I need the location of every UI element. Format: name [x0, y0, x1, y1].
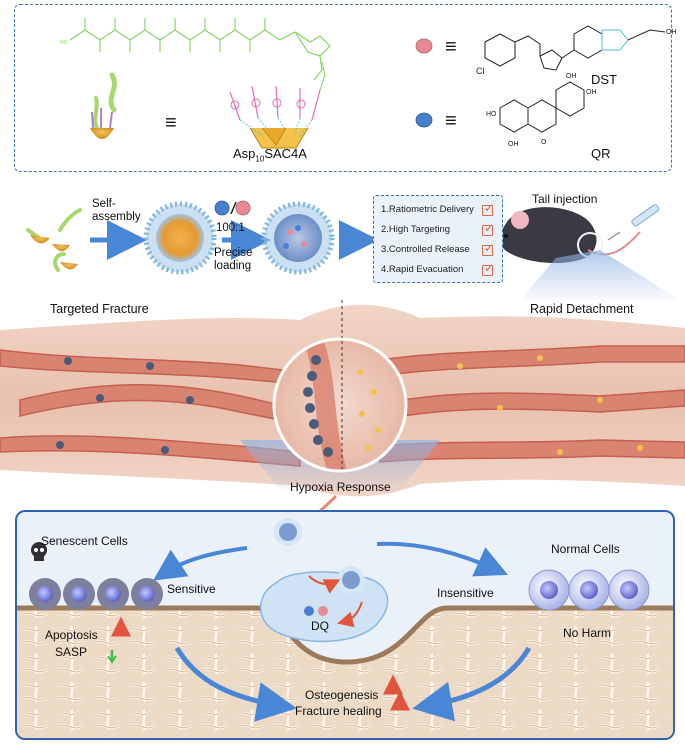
check-icon: ✓	[484, 241, 495, 255]
checkbox-icon: ✓	[482, 221, 495, 236]
hypoxia-response-label: Hypoxia Response	[290, 480, 391, 494]
osteogenesis-label: Osteogenesis	[305, 688, 379, 702]
carrier-label-main: Asp	[233, 146, 256, 161]
molecule-legend-panel	[14, 4, 672, 172]
dst-label: DST	[591, 72, 617, 87]
dst-structure	[484, 25, 666, 71]
qr-label: QR	[591, 146, 611, 161]
checklist-text: 4.Rapid Evacuation	[381, 264, 464, 275]
feature-checklist: 1.Ratiometric Delivery ✓ 2.High Targetin…	[373, 195, 503, 283]
normal-cells-label: Normal Cells	[551, 542, 620, 556]
dst-dot-icon	[415, 38, 433, 54]
sasp-label: SASP	[55, 645, 88, 659]
precise-loading-label: Precise loading	[214, 247, 253, 272]
cellular-illustration	[17, 518, 673, 738]
svg-text:Cl: Cl	[476, 66, 485, 76]
sensitive-label: Sensitive	[167, 582, 216, 596]
rapid-detachment-label: Rapid Detachment	[530, 302, 634, 316]
checkbox-icon: ✓	[482, 241, 495, 256]
targeted-fracture-label: Targeted Fracture	[50, 302, 149, 316]
no-harm-label: No Harm	[563, 626, 612, 640]
svg-text:HO: HO	[486, 111, 497, 118]
check-icon: ✓	[484, 261, 495, 275]
carrier-label: Asp10SAC4A	[233, 146, 307, 164]
svg-text:OH: OH	[666, 29, 677, 36]
ratio-slash-icon	[230, 201, 237, 215]
senescent-cells-label: Senescent Cells	[41, 534, 128, 548]
svg-text:OH: OH	[508, 141, 519, 148]
checklist-item: 3.Controlled Release	[381, 244, 470, 255]
checklist-item: 2.High Targeting	[381, 224, 450, 235]
empty-micelle	[143, 201, 217, 275]
svg-text:HO: HO	[60, 40, 68, 46]
free-amphiphiles-icon	[26, 208, 82, 272]
asp10-polymer-structure	[69, 18, 331, 81]
svg-text:OH: OH	[566, 73, 577, 80]
loaded-micelle	[261, 201, 335, 275]
carrier-label-tail: SAC4A	[264, 146, 307, 161]
check-icon: ✓	[484, 221, 495, 235]
dq-label: DQ	[311, 619, 329, 633]
self-assembly-label: Self- assembly	[92, 198, 141, 223]
apoptosis-label: Apoptosis	[45, 628, 98, 642]
ratio-label: 100:1	[216, 222, 245, 234]
equiv-sign-qr: ≡	[445, 110, 457, 132]
checklist-text: 2.High Targeting	[381, 224, 451, 235]
amphiphile-icon	[90, 72, 117, 139]
syringe-icon	[607, 204, 660, 241]
svg-text:OH: OH	[586, 89, 597, 96]
svg-text:O: O	[541, 139, 547, 146]
carrier-label-sub: 10	[255, 154, 265, 164]
check-icon: ✓	[484, 201, 495, 215]
dst-ratio-icon	[235, 200, 251, 216]
sac4a-structure	[229, 61, 326, 149]
checklist-text: 1.Ratiometric Delivery	[381, 204, 474, 215]
magnified-fracture-view	[272, 337, 408, 473]
checklist-item: 4.Rapid Evacuation	[381, 264, 463, 275]
qr-ratio-icon	[214, 200, 230, 216]
fracture-healing-label: Fracture healing	[295, 704, 382, 718]
equiv-sign-carrier: ≡	[165, 112, 177, 134]
equiv-sign-dst: ≡	[445, 36, 457, 58]
mouse-icon	[500, 207, 680, 300]
checklist-text: 3.Controlled Release	[381, 244, 470, 255]
insensitive-label: Insensitive	[437, 586, 494, 600]
tail-injection-label: Tail injection	[532, 192, 598, 206]
checkbox-icon: ✓	[482, 201, 495, 216]
cellular-effects-panel: Senescent Cells Sensitive Apoptosis SASP…	[15, 510, 675, 740]
checkbox-icon: ✓	[482, 261, 495, 276]
qr-structure	[499, 81, 585, 133]
checklist-item: 1.Ratiometric Delivery	[381, 204, 474, 215]
qr-dot-icon	[415, 112, 433, 128]
